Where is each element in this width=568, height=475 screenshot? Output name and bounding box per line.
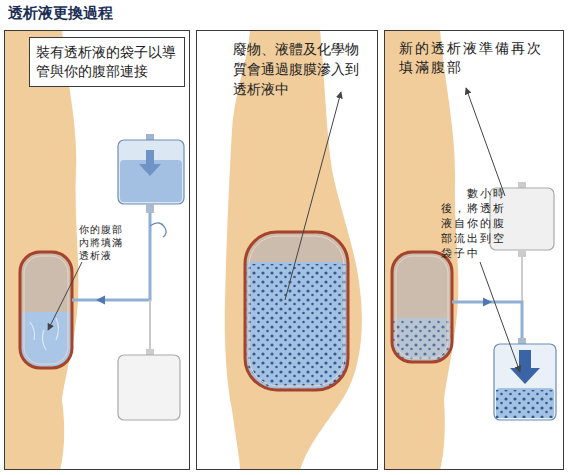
flow-arrow bbox=[139, 150, 161, 176]
abdominal-cavity bbox=[392, 252, 452, 362]
bag-neck bbox=[146, 204, 154, 213]
waste-particles bbox=[496, 390, 554, 418]
callout-text: 你的腹部內將填滿透析液 bbox=[79, 223, 125, 262]
waste-particles bbox=[392, 320, 452, 362]
abdominal-cavity bbox=[20, 252, 72, 368]
empty-bag bbox=[118, 355, 180, 420]
step-panel: 裝有透析液的袋子以導管與你的腹部連接你的腹部內將填滿透析液 bbox=[4, 30, 190, 470]
peritoneum-outline bbox=[392, 252, 452, 362]
peritoneum-inner bbox=[396, 256, 448, 358]
dialysate-fluid bbox=[245, 262, 348, 390]
bag-neck bbox=[518, 250, 526, 257]
diagram-title: 透析液更換過程 bbox=[8, 4, 113, 23]
cavity-fill bbox=[392, 252, 452, 362]
dialysate-fluid bbox=[20, 312, 72, 368]
cavity-fill bbox=[20, 252, 72, 368]
drain-bag bbox=[494, 344, 556, 420]
flow-arrow bbox=[96, 296, 105, 305]
peritoneum-outline bbox=[20, 252, 72, 368]
fill-tube bbox=[521, 257, 523, 302]
leader-line bbox=[466, 88, 505, 196]
dialysate-bag bbox=[118, 140, 184, 204]
step-panel: 新的透析液準備再次填滿腹部數小時後，將透析液自你的腹部流出到空袋子中 bbox=[384, 30, 564, 470]
tube-clamp bbox=[150, 223, 166, 237]
leader-line bbox=[48, 262, 82, 330]
step-panel: 廢物、液體及化學物質會通過腹膜滲入到透析液中 bbox=[196, 30, 378, 470]
catheter-tube bbox=[452, 302, 522, 340]
drain-tube bbox=[149, 300, 151, 349]
catheter-tube bbox=[72, 213, 150, 300]
callout-text: 新的透析液準備再次填滿腹部 bbox=[399, 39, 547, 77]
callout-text: 數小時後，將透析液自你的腹部流出到空袋子中 bbox=[441, 186, 509, 261]
dialysate-fluid bbox=[392, 318, 452, 362]
body-silhouette bbox=[4, 30, 78, 470]
bag-fluid bbox=[496, 388, 554, 418]
leader-line bbox=[285, 92, 341, 300]
leader-line bbox=[480, 262, 520, 372]
callout-text: 廢物、液體及化學物質會通過腹膜滲入到透析液中 bbox=[233, 39, 365, 99]
peritoneum-inner bbox=[24, 256, 68, 364]
flow-arrow bbox=[510, 350, 540, 384]
callout-box-text: 裝有透析液的袋子以導管與你的腹部連接 bbox=[29, 37, 185, 87]
waste-particles bbox=[245, 264, 348, 390]
flow-arrow bbox=[483, 298, 492, 307]
fluid-flow-lines bbox=[30, 318, 59, 350]
